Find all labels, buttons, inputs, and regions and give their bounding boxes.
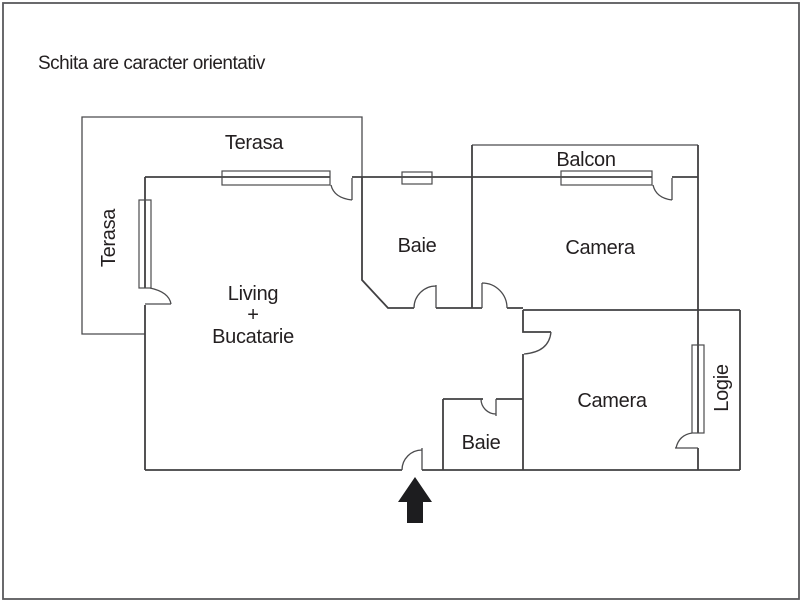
terrace-outline [81,116,363,335]
entrance-arrow-icon [398,477,432,523]
room-label-living-plus: + [247,304,258,326]
room-label-living: Living [228,283,278,305]
terasa-left-door-arc [145,287,172,305]
room-label-balcon: Balcon [556,149,615,171]
terasa-door-arc [330,178,353,201]
baie-bottom-door-arc [480,398,497,416]
room-label-baie-bottom: Baie [462,432,501,454]
disclaimer-title: Schita are caracter orientativ [38,53,266,74]
logie-door-arc [675,432,698,449]
wall-baie-top [361,177,523,309]
walls [144,145,741,471]
room-label-baie-top: Baie [398,235,437,257]
room-label-terasa-left: Terasa [98,208,120,267]
room-label-camera-bottom: Camera [577,390,648,412]
baie-top-door-arc [413,285,437,309]
room-label-camera-top: Camera [565,237,636,259]
room-label-terasa-top: Terasa [225,132,284,154]
labels: Schita are caracter orientativ Terasa Te… [38,53,733,454]
terasa-window [221,170,331,186]
wall-camera-bottom-left [522,310,551,470]
wall-baie-bottom [442,398,523,470]
entrance-door-arc [401,448,423,471]
terasa-left-window [138,199,152,289]
room-label-bucatarie: Bucatarie [212,326,294,348]
camera-top-door-arc [481,282,508,309]
camera-bottom-door-arc [523,331,552,355]
balcon-window [560,170,653,186]
room-label-logie: Logie [711,364,733,412]
small-window [401,171,433,185]
logie-window [691,344,705,434]
balcon-door-arc [652,178,673,201]
windows [138,170,705,434]
exterior-outlines [81,116,698,335]
doors [145,178,698,471]
